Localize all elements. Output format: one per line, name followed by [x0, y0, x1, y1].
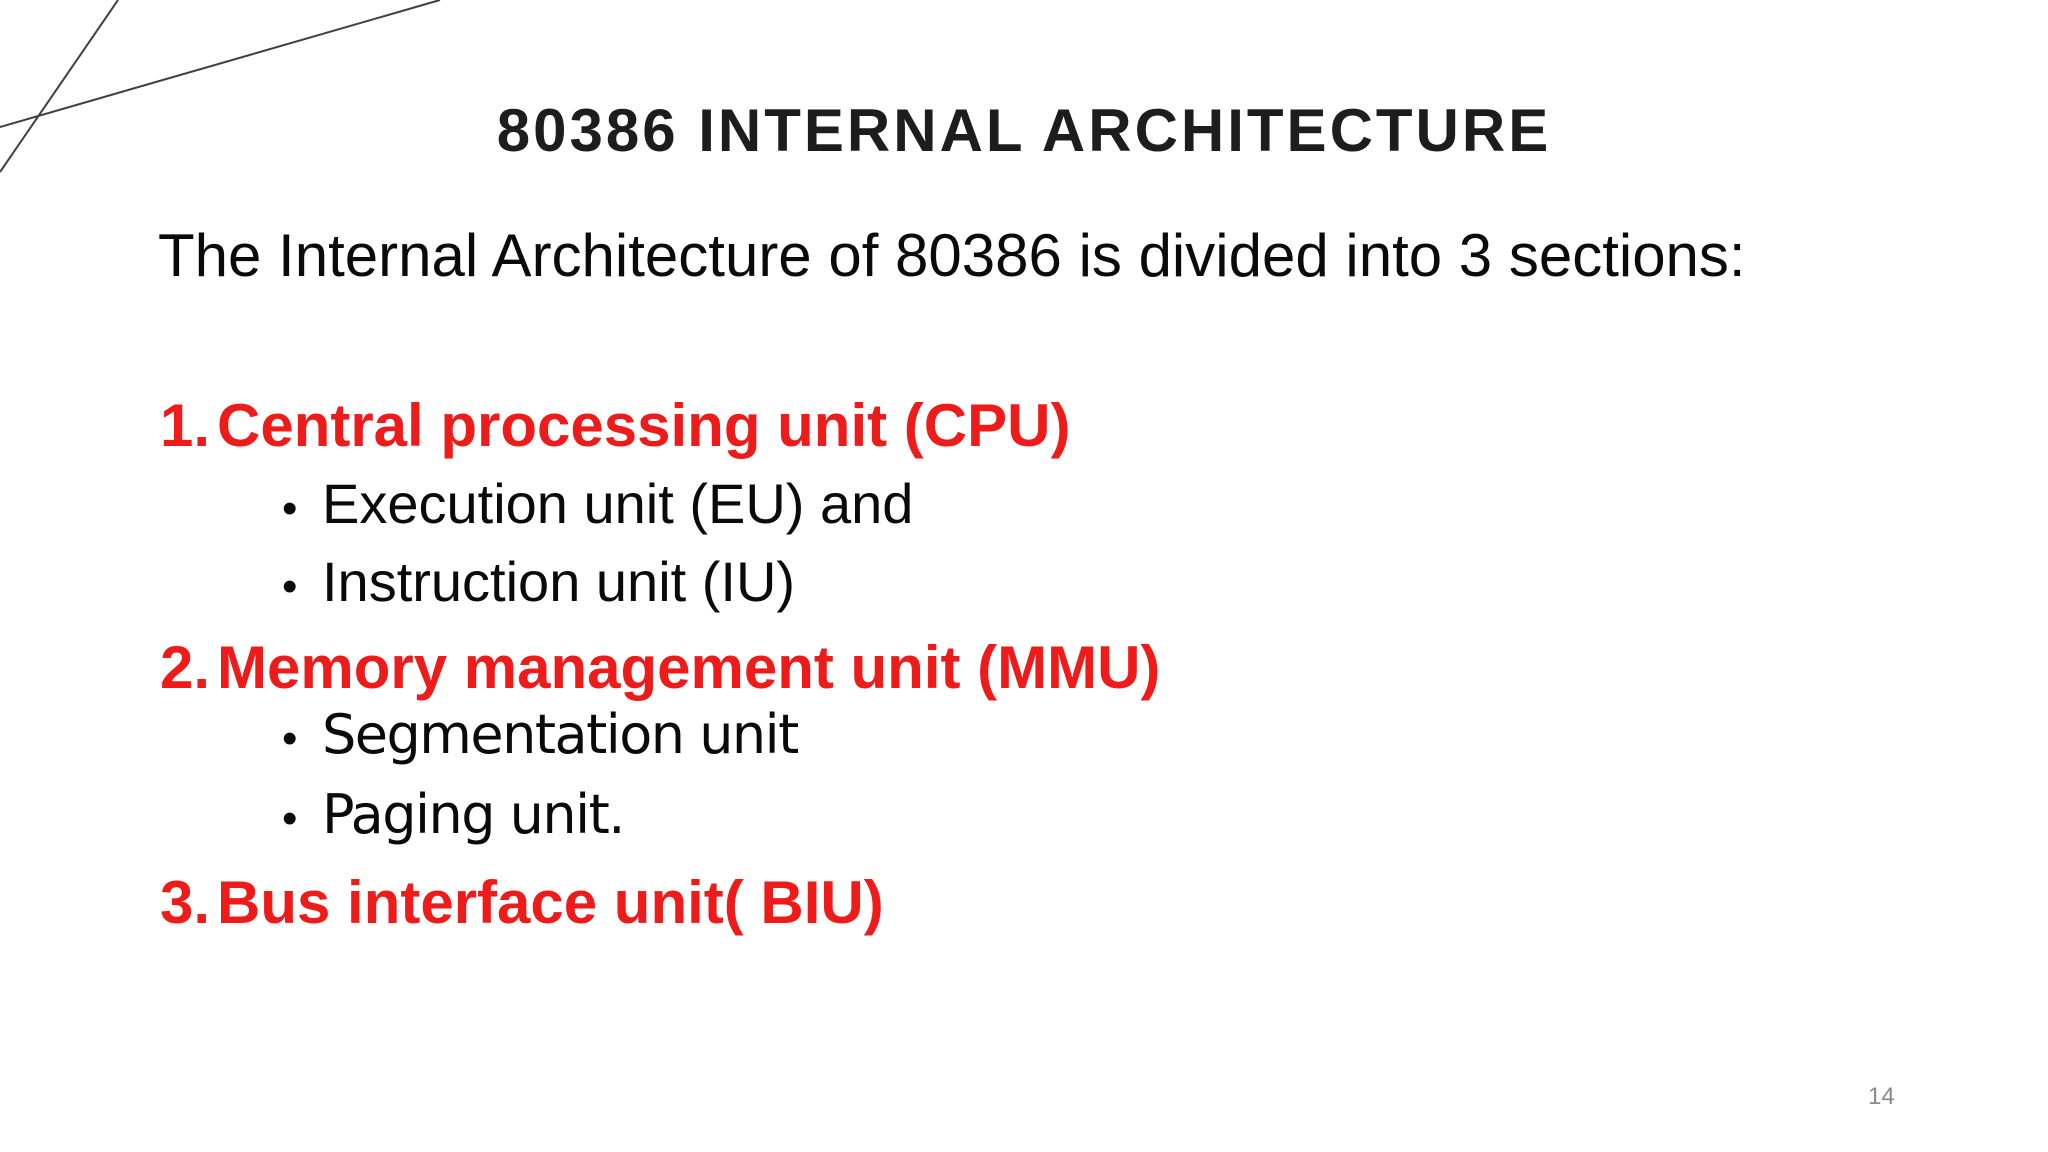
list-item-label: Memory management unit (MMU)	[217, 634, 1161, 701]
bullet-icon: •	[282, 794, 298, 843]
list-item-number: 1.	[160, 392, 211, 459]
page-number: 14	[1868, 1083, 1895, 1110]
list-item-cpu: 1. Central processing unit (CPU)	[160, 396, 1070, 456]
list-item-label: Central processing unit (CPU)	[217, 392, 1071, 459]
list-item-biu: 3. Bus interface unit( BIU)	[160, 873, 884, 933]
list-item-number: 2.	[160, 634, 211, 701]
list-item-mmu: 2. Memory management unit (MMU)	[160, 638, 1160, 698]
sub-bullet-paging-unit: • Paging unit.	[282, 783, 625, 846]
sub-bullet-text: Paging unit.	[322, 783, 625, 846]
slide-title: 80386 INTERNAL ARCHITECTURE	[496, 97, 1552, 164]
sub-bullet-text: Instruction unit (IU)	[322, 550, 796, 613]
sub-bullet-instruction-unit: • Instruction unit (IU)	[282, 554, 795, 610]
list-item-number: 3.	[160, 869, 211, 936]
corner-lines-decoration	[0, 0, 441, 173]
sub-bullet-text: Execution unit (EU) and	[322, 472, 914, 535]
sub-bullet-execution-unit: • Execution unit (EU) and	[282, 476, 913, 532]
bullet-icon: •	[282, 562, 298, 611]
sub-bullet-text: Segmentation unit	[322, 703, 799, 766]
bullet-icon: •	[282, 484, 298, 533]
list-item-label: Bus interface unit( BIU)	[217, 869, 884, 936]
sub-bullet-segmentation-unit: • Segmentation unit	[282, 703, 799, 766]
intro-text: The Internal Architecture of 80386 is di…	[158, 222, 1746, 289]
bullet-icon: •	[282, 714, 298, 763]
